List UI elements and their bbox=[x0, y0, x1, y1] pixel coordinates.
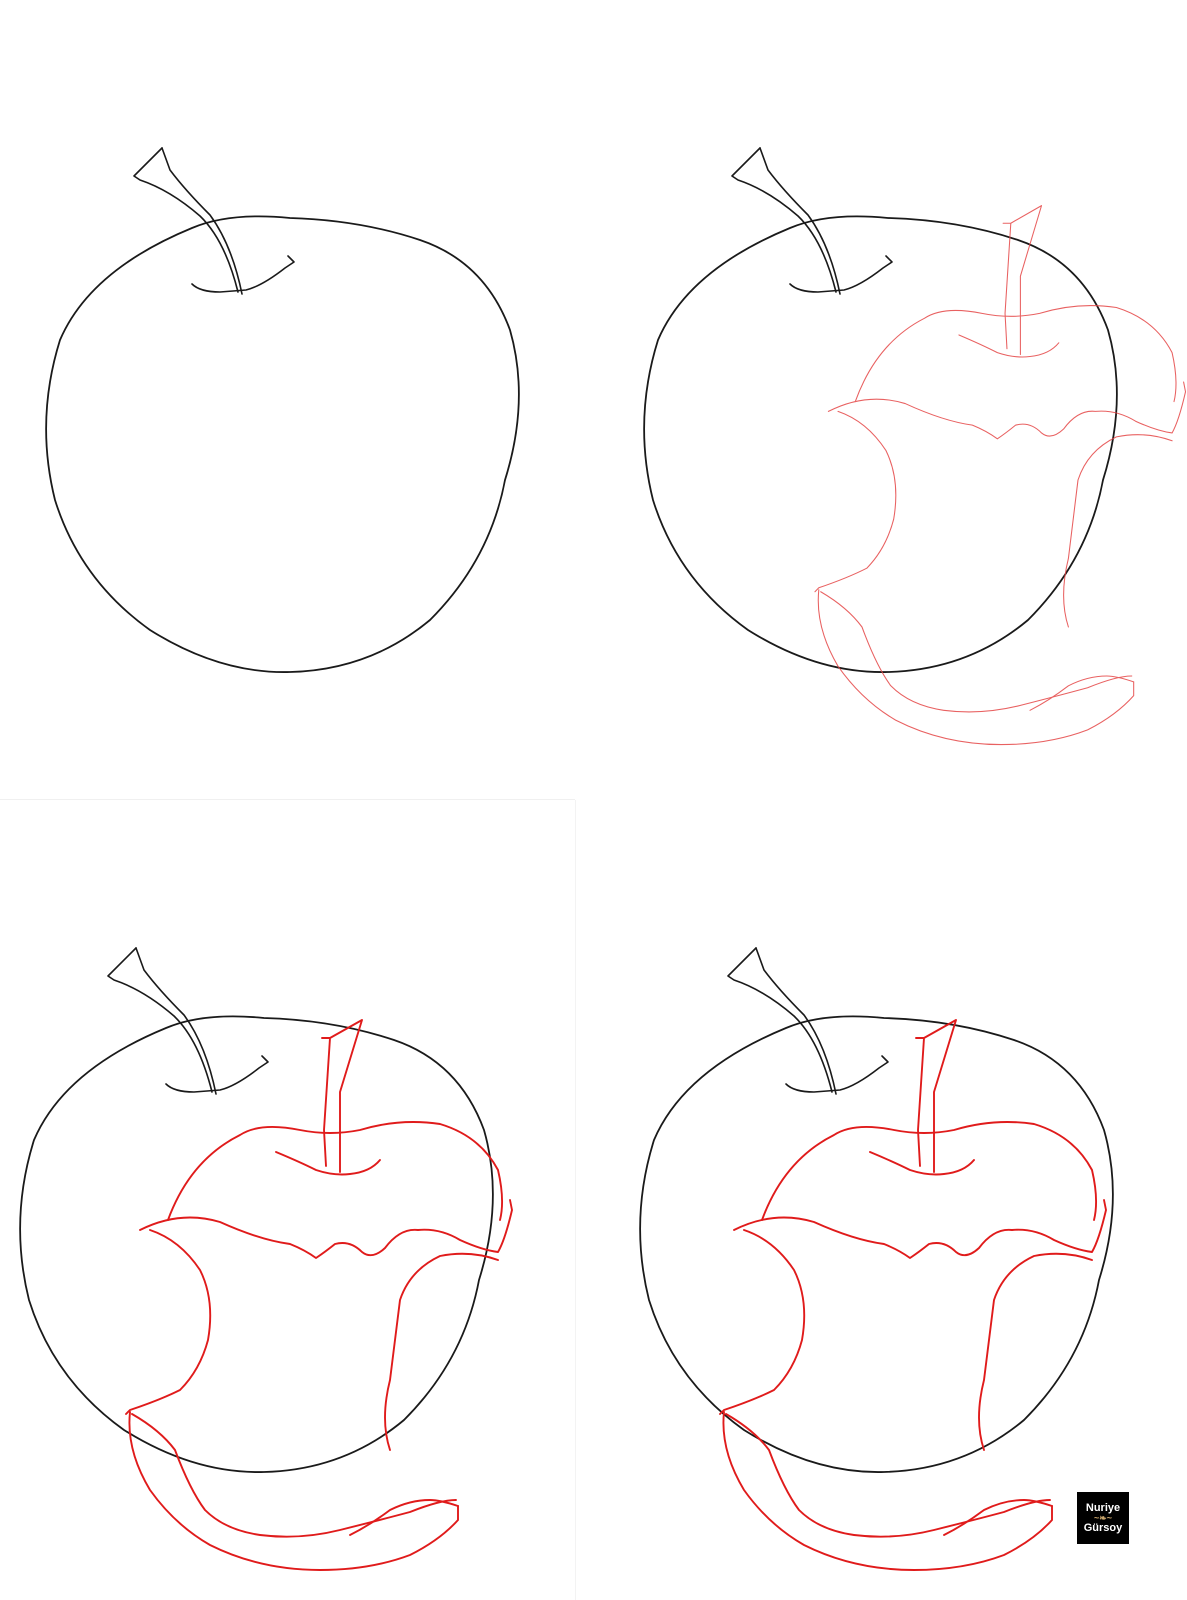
step-4-apple-drawing bbox=[639, 947, 1114, 1571]
artist-logo: Nuriye ~❧~ Gürsoy bbox=[1077, 1492, 1129, 1544]
vertical-divider bbox=[575, 800, 576, 1600]
step-1-panel bbox=[0, 0, 593, 800]
step-3-apple-drawing bbox=[19, 947, 513, 1571]
step-2-panel bbox=[594, 0, 1187, 800]
step-4-panel bbox=[594, 800, 1187, 1600]
logo-swirl-icon: ~❧~ bbox=[1093, 1513, 1113, 1523]
logo-line-2: Gürsoy bbox=[1083, 1522, 1123, 1534]
logo-line-1: Nuriye bbox=[1085, 1502, 1121, 1514]
step-3-panel bbox=[0, 800, 593, 1600]
horizontal-divider bbox=[0, 799, 575, 800]
step-2-apple-drawing bbox=[643, 147, 1187, 746]
step-1-apple-drawing bbox=[45, 147, 520, 673]
